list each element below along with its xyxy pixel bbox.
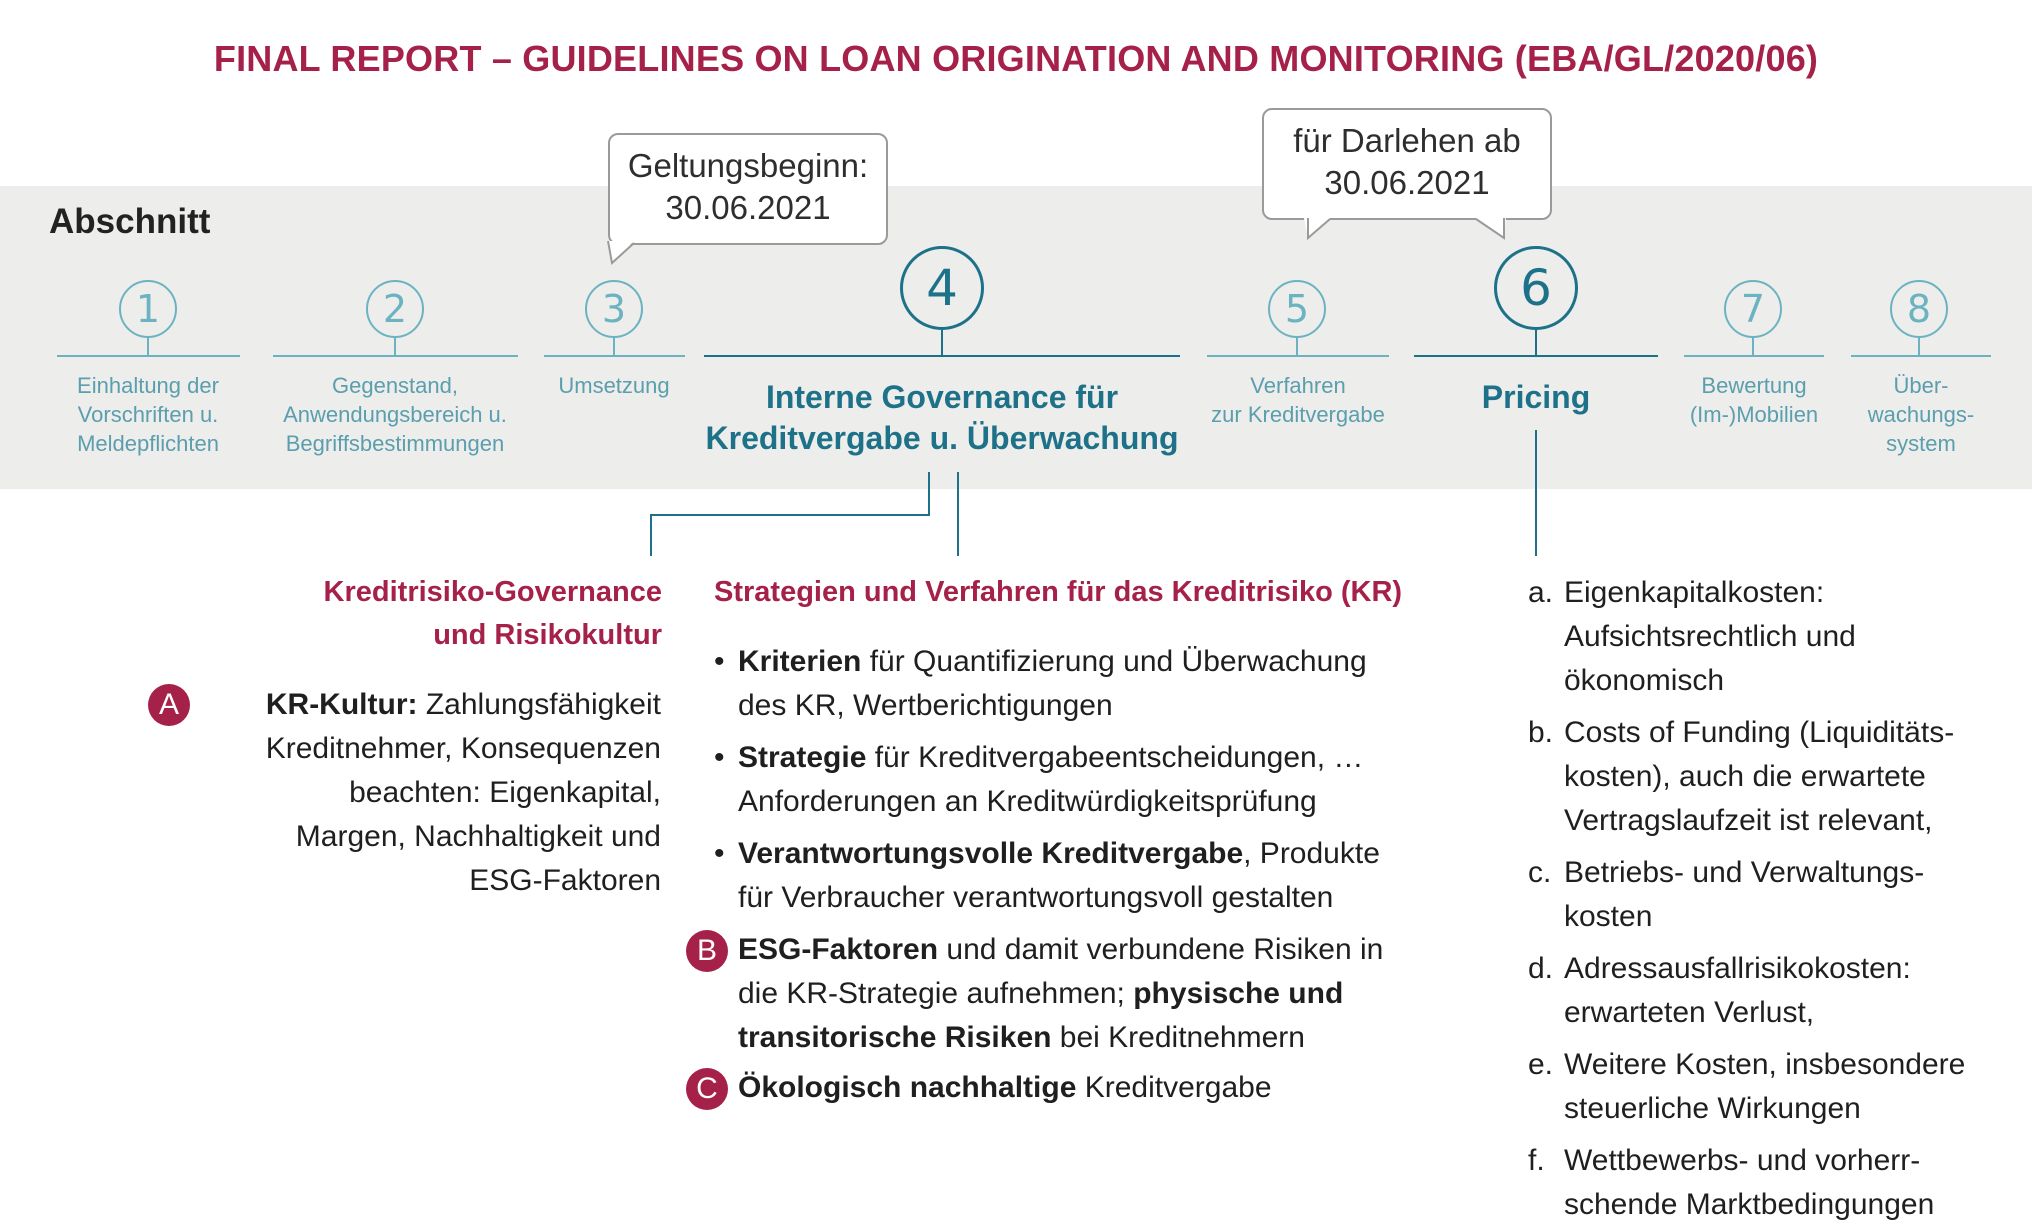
section-1-line	[57, 355, 240, 357]
section-1-circle: 1	[119, 280, 177, 338]
section-3-stem	[613, 338, 615, 356]
report-title: FINAL REPORT – GUIDELINES ON LOAN ORIGIN…	[213, 38, 1819, 79]
left-body: KR-Kultur: Zahlungsfähigkeit Kreditnehme…	[265, 688, 661, 897]
section-5-circle: 5	[1268, 280, 1326, 338]
section-8-stem	[1918, 338, 1920, 356]
section-3-line	[544, 355, 685, 357]
callout-darlehen-line2: 30.06.2021	[1324, 164, 1490, 201]
connector-left-vertical-bottom	[650, 514, 652, 556]
section-3-circle: 3	[585, 280, 643, 338]
section-4-line	[704, 355, 1180, 357]
section-5-line	[1207, 355, 1389, 357]
section-4-stem	[941, 330, 943, 356]
section-7-circle: 7	[1724, 280, 1782, 338]
pricing-item-c: c. Betriebs- und Verwaltungs-kosten	[1528, 856, 1925, 933]
callout-darlehen-line1: für Darlehen ab	[1293, 122, 1521, 159]
callout-geltungsbeginn: Geltungsbeginn: 30.06.2021	[608, 133, 888, 245]
section-8-line	[1851, 355, 1991, 357]
band-label: Abschnitt	[49, 202, 211, 241]
connector-left-vertical-top	[928, 472, 930, 516]
middle-item-esg: ESG-Faktoren und damit verbundene Risike…	[738, 933, 1384, 1054]
section-7-stem	[1752, 338, 1754, 356]
section-2-stem	[394, 338, 396, 356]
callout-darlehen-tail-left	[1304, 218, 1331, 240]
callout-geltung-line1: Geltungsbeginn:	[627, 147, 869, 184]
section-4-circle: 4	[900, 246, 984, 330]
middle-heading: Strategien und Verfahren für das Kreditr…	[714, 576, 1403, 608]
middle-item-2: • Strategie für Kreditvergabeentscheidun…	[714, 741, 1364, 818]
connector-middle-vertical	[957, 472, 959, 556]
middle-item-1: • Kriterien für Quantifizierung und Über…	[714, 645, 1367, 722]
pricing-item-f: f. Wettbewerbs- und vorherr-schende Mark…	[1528, 1144, 1935, 1221]
pricing-item-d: d. Adressausfallrisikokosten:erwarteten …	[1528, 952, 1911, 1029]
section-band	[0, 186, 2032, 489]
section-2-line	[273, 355, 518, 357]
section-6-label: Pricing	[1481, 379, 1591, 415]
kr-kultur-bold: KR-Kultur:	[265, 688, 418, 721]
pricing-item-a: a. Eigenkapitalkosten:Aufsichtsrechtlich…	[1528, 576, 1856, 697]
badge-c: C	[686, 1068, 728, 1110]
section-8-circle: 8	[1890, 280, 1948, 338]
section-6-stem	[1535, 330, 1537, 356]
middle-item-oeko: Ökologisch nachhaltige Kreditvergabe	[738, 1071, 1272, 1104]
callout-darlehen-tail-right	[1476, 218, 1506, 240]
section-6-circle: 6	[1494, 246, 1578, 330]
section-5-stem	[1296, 338, 1298, 356]
section-2-circle: 2	[366, 280, 424, 338]
callout-geltung-tail	[607, 241, 635, 265]
callout-geltung-line2: 30.06.2021	[665, 189, 831, 226]
pricing-item-b: b. Costs of Funding (Liquiditäts-kosten)…	[1528, 716, 1955, 837]
badge-b: B	[686, 930, 728, 972]
callout-darlehen: für Darlehen ab 30.06.2021	[1262, 108, 1552, 220]
section-7-line	[1684, 355, 1824, 357]
section-8-label: Über-wachungs-system	[1867, 373, 1975, 456]
section-6-line	[1414, 355, 1658, 357]
middle-item-3: • Verantwortungsvolle Kreditvergabe, Pro…	[714, 837, 1380, 914]
section-2-label: Gegenstand,Anwendungsbereich u.Begriffsb…	[283, 373, 507, 456]
section-1-stem	[147, 338, 149, 356]
connector-left-horizontal	[650, 514, 930, 516]
section-3-label: Umsetzung	[558, 373, 670, 398]
section-7-label: Bewertung(Im-)Mobilien	[1689, 373, 1819, 427]
badge-a: A	[148, 684, 190, 726]
connector-right-vertical	[1535, 430, 1537, 556]
